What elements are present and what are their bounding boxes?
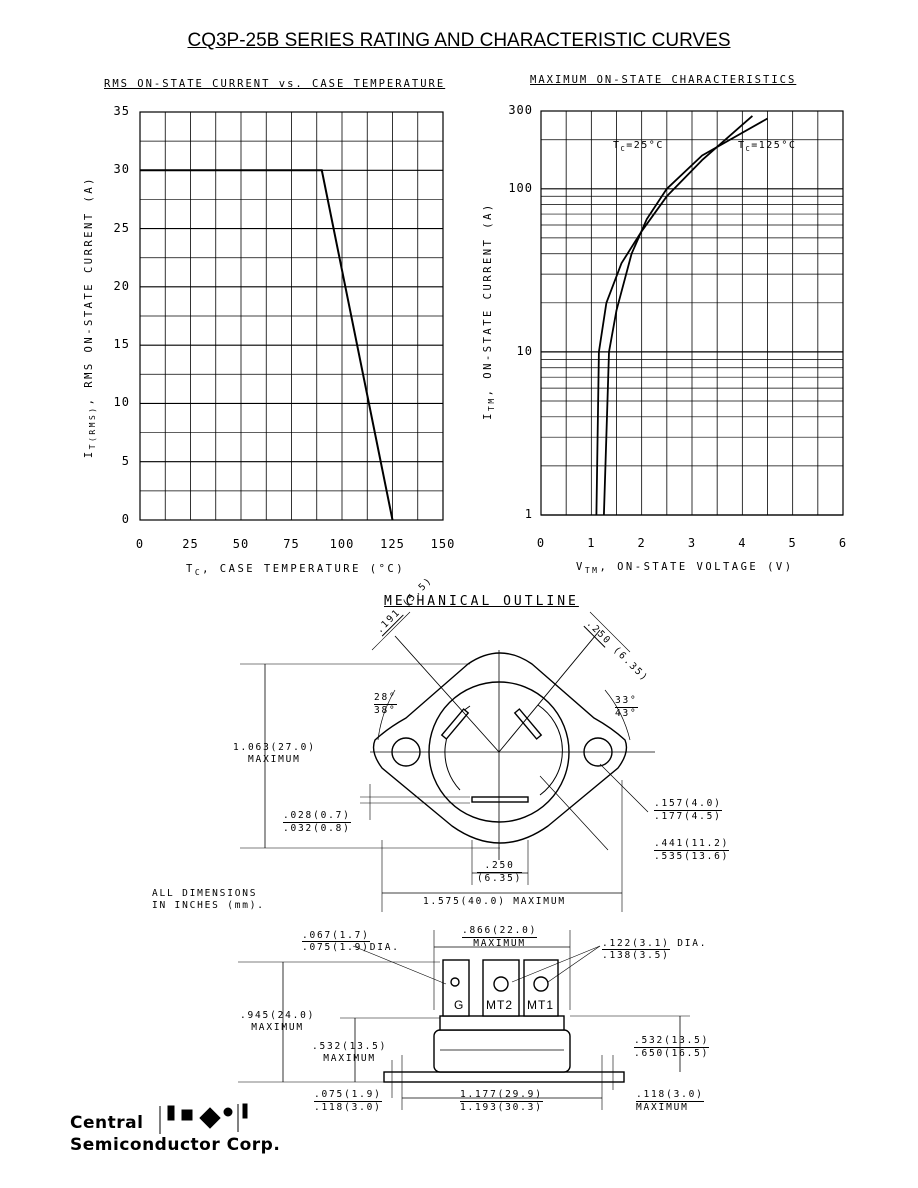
- chart1-y-tick: 25: [113, 220, 130, 235]
- dim-angle-left: 28°38°: [374, 692, 397, 716]
- chart1-x-tick: 125: [380, 537, 405, 551]
- chart2-x-tick: 4: [738, 536, 747, 550]
- dim-total-width: 1.575(40.0) MAXIMUM: [423, 896, 566, 907]
- chart2-x-tick: 1: [587, 536, 596, 550]
- chart1-series-line: [140, 169, 394, 521]
- terminal-left: [440, 708, 470, 740]
- dim-right-flange: .118(3.0)MAXIMUM: [636, 1089, 704, 1113]
- dim-side-height: .945(24.0)MAXIMUM: [240, 1010, 316, 1033]
- chart2-x-tick: 6: [838, 536, 848, 550]
- chart2-series-label-25c: TC=25°C: [613, 140, 664, 153]
- chart1-plot: [139, 111, 444, 521]
- pin-hole-mt1: [533, 976, 549, 992]
- chart1-x-tick: 0: [135, 537, 145, 551]
- company-logo: Central Semiconductor Corp.: [70, 1112, 280, 1156]
- chart1-x-tick: 150: [430, 537, 456, 551]
- document-title: CQ3P-25B SERIES RATING AND CHARACTERISTI…: [187, 30, 731, 51]
- dim-top-width: .866(22.0)MAXIMUM: [462, 925, 538, 949]
- chart1-x-tick: 75: [283, 537, 300, 551]
- pin-hole-g: [450, 977, 460, 987]
- terminal-right: [513, 708, 543, 740]
- chart2-y-tick: 300: [508, 103, 533, 117]
- dim-center-250: .250(6.35): [477, 860, 523, 884]
- logo-line1: Central: [70, 1113, 144, 1133]
- dim-hole: .157(4.0).177(4.5): [654, 798, 722, 822]
- chart2-x-axis-label: VTM, ON-STATE VOLTAGE (V): [576, 561, 794, 576]
- chart1-y-tick: 5: [121, 453, 130, 468]
- dim-right-height: .532(13.5).650(16.5): [634, 1035, 710, 1059]
- chart2-y-tick: 10: [516, 343, 533, 358]
- chart2-x-tick: 0: [536, 536, 546, 550]
- mechanical-top-view: [240, 611, 655, 912]
- dim-height-top: 1.063(27.0)MAXIMUM: [233, 742, 316, 765]
- chart2-series-line-2: [603, 117, 768, 516]
- side-base-plate: [383, 1071, 625, 1083]
- chart2-plot: [540, 110, 844, 516]
- chart1-x-tick: 25: [182, 537, 199, 551]
- pin-label-g: G: [454, 998, 465, 1012]
- terminal-bottom: [471, 796, 529, 803]
- logo-symbols-icon: [159, 1103, 248, 1134]
- chart2-x-tick: 3: [687, 536, 697, 550]
- dim-pin-diameter: .067(1.7).075(1.9)DIA.: [302, 930, 400, 953]
- chart1-y-tick: 0: [121, 512, 130, 526]
- dim-terminal-diameter: .122(3.1) DIA..138(3.5): [602, 938, 708, 961]
- dim-radius: .441(11.2).535(13.6): [654, 838, 730, 862]
- pin-hole-mt2: [493, 976, 509, 992]
- chart2-y-tick: 100: [508, 180, 533, 195]
- pin-label-mt2: MT2: [486, 998, 513, 1012]
- dim-body-height: .532(13.5)MAXIMUM: [312, 1041, 388, 1064]
- pin-label-mt1: MT1: [527, 998, 554, 1012]
- chart1-title: RMS ON-STATE CURRENT vs. CASE TEMPERATUR…: [104, 78, 446, 90]
- chart2-x-tick: 5: [788, 536, 797, 550]
- dim-angle-right: 33°43°: [615, 695, 638, 719]
- chart2-x-tick: 2: [637, 536, 646, 550]
- chart2-title: MAXIMUM ON-STATE CHARACTERISTICS: [530, 74, 797, 86]
- side-can-body: [433, 1029, 571, 1073]
- side-terminal-mt1: [523, 959, 559, 1017]
- chart1-y-tick: 10: [113, 395, 130, 410]
- dim-span: 1.177(29.9)1.193(30.3): [460, 1089, 543, 1113]
- chart2-y-tick: 1: [524, 507, 533, 521]
- chart1-y-tick: 30: [113, 162, 130, 177]
- chart1-y-tick: 15: [113, 337, 130, 352]
- mechanical-side-view: [238, 930, 690, 1110]
- side-can-top: [439, 1015, 565, 1031]
- chart2-series-line-1: [595, 115, 753, 516]
- side-terminal-mt2: [482, 959, 520, 1017]
- dim-flange: .075(1.9).118(3.0): [314, 1089, 382, 1113]
- logo-line2: Semiconductor Corp.: [70, 1135, 281, 1155]
- chart1-y-tick: 20: [113, 278, 130, 293]
- chart1-x-tick: 50: [232, 537, 250, 551]
- chart1-x-tick: 100: [329, 537, 355, 551]
- mechanical-outline-title: MECHANICAL OUTLINE: [384, 594, 579, 609]
- side-terminal-g: [442, 959, 470, 1017]
- chart1-y-tick: 35: [113, 104, 130, 118]
- chart1-x-axis-label: TC, CASE TEMPERATURE (°C): [186, 563, 406, 578]
- flange-outline: [372, 652, 628, 844]
- dim-thickness: .028(0.7).032(0.8): [283, 810, 351, 834]
